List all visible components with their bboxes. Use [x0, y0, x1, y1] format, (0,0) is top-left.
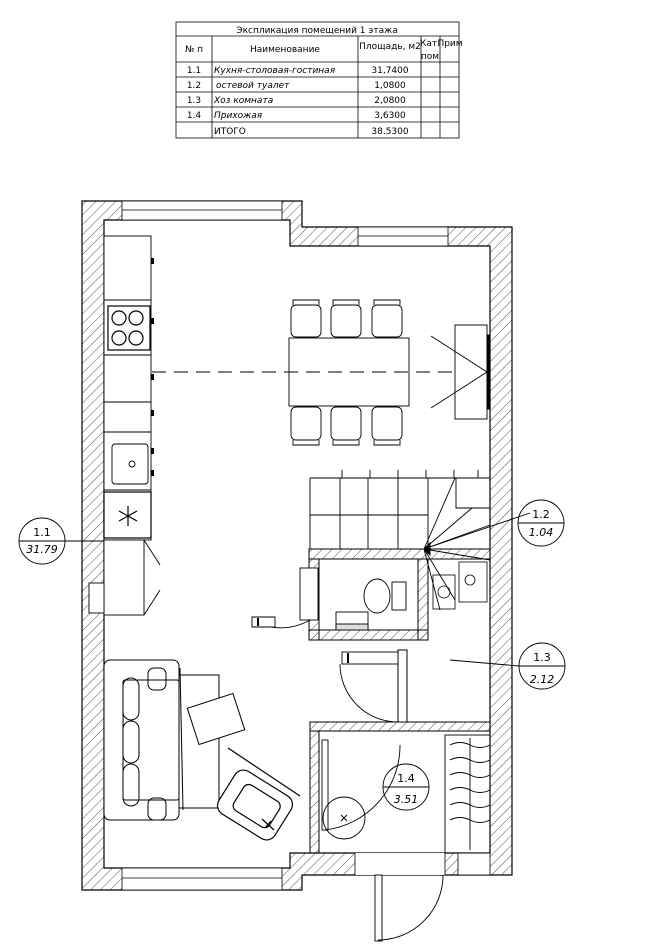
tv-unit	[430, 324, 491, 420]
svg-text:1.2: 1.2	[532, 508, 550, 521]
row-2-area: 1,0800	[374, 81, 406, 91]
row-2-name: остевой туалет	[216, 81, 290, 91]
utility-fixtures	[432, 561, 488, 610]
wardrobe	[444, 734, 491, 854]
chairs-top	[290, 299, 403, 338]
toilet-bowl	[363, 578, 391, 614]
svg-text:1.1: 1.1	[33, 526, 51, 539]
walls	[81, 200, 513, 891]
header-area: Площадь, м2	[359, 42, 421, 52]
kitchen-counter	[103, 235, 154, 541]
toilet-room	[251, 567, 407, 631]
room-label-1-2: 1.2 1.04	[517, 499, 565, 547]
cooktop-icon	[107, 305, 151, 351]
row-4-number: 1.4	[187, 111, 202, 121]
round-rug	[322, 796, 366, 840]
header-name: Наименование	[250, 45, 320, 55]
room-labels: 1.1 31.79 1.2 1.04 1.3 2.12 1.4 3.51	[18, 499, 566, 811]
room-label-1-3: 1.3 2.12	[449, 642, 566, 690]
entrance-door	[374, 874, 383, 942]
sink-icon	[111, 443, 149, 485]
total-area: 38.5300	[371, 127, 408, 137]
toilet-wall-right	[417, 558, 429, 641]
row-4-area: 3,6300	[374, 111, 406, 121]
room-label-1-4: 1.4 3.51	[382, 763, 430, 811]
row-3-area: 2,0800	[374, 96, 406, 106]
header-category-top: Кат.	[420, 39, 440, 49]
header-note: Прим	[437, 39, 462, 49]
chairs-bottom	[290, 406, 403, 446]
row-3-number: 1.3	[187, 96, 201, 106]
row-1-name: Кухня-столовая-гостиная	[214, 66, 336, 76]
header-category-bottom: пом	[421, 52, 439, 62]
entrance-opening	[355, 853, 445, 875]
row-1-area: 31,7400	[371, 66, 408, 76]
fireplace	[88, 539, 161, 616]
svg-text:1.04: 1.04	[529, 526, 554, 539]
row-2-number: 1.2	[187, 81, 201, 91]
svg-text:2.12: 2.12	[530, 673, 555, 686]
snowflake-icon	[103, 491, 152, 539]
window-bottom-left	[121, 867, 283, 891]
hall-wall-top	[309, 721, 491, 732]
armchair	[216, 747, 301, 841]
total-label: ИТОГО	[214, 127, 246, 137]
toilet-wall-bottom	[308, 629, 429, 641]
dining-set	[288, 299, 410, 446]
svg-text:31.79: 31.79	[26, 543, 58, 556]
utility-door	[339, 651, 399, 723]
window-bottom-right	[457, 852, 491, 876]
svg-text:1.3: 1.3	[533, 651, 551, 664]
window-top-left	[121, 200, 283, 221]
row-3-name: Хоз комната	[213, 96, 273, 106]
row-4-name: Прихожая	[214, 111, 263, 121]
room-label-1-1: 1.1 31.79	[18, 517, 104, 565]
windows	[121, 200, 491, 891]
header-number: № п	[185, 45, 203, 55]
staircase	[309, 470, 531, 611]
row-1-number: 1.1	[187, 66, 201, 76]
hangers	[449, 738, 491, 850]
explication-table: Экспликация помещений 1 этажа № п Наимен…	[175, 21, 463, 139]
table-title: Экспликация помещений 1 этажа	[236, 26, 397, 36]
window-top-right	[357, 226, 449, 247]
svg-text:1.4: 1.4	[397, 772, 415, 785]
hall-wall-left	[309, 730, 320, 854]
coffee-table	[179, 667, 246, 811]
hallway	[321, 734, 491, 942]
storage-wall	[397, 649, 408, 723]
toilet-wall-top	[308, 548, 491, 560]
svg-text:3.51: 3.51	[394, 793, 419, 806]
